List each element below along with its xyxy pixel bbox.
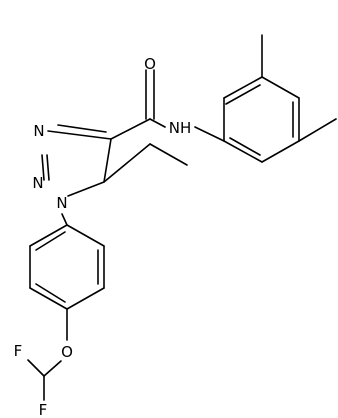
bond [149,118,166,128]
oxygen-ether-label: O [61,343,73,361]
bond [229,137,261,156]
bond [66,287,105,310]
bond [261,76,300,99]
nitrogen-3-label: N [33,122,44,140]
difluoromethoxy-group [27,308,68,401]
bond [27,359,45,377]
bond [223,76,263,99]
phenylene-ring [29,213,105,310]
dimethylphenyl-ring [223,76,300,163]
bond [29,287,68,310]
bond [29,224,68,247]
bond [223,140,263,163]
bond [35,283,66,303]
nh-label: NH [169,119,192,137]
bond [261,140,300,163]
bond [103,138,112,183]
bond [35,231,66,251]
bond [46,154,50,181]
methyl-groups [149,34,337,166]
bond [67,181,105,197]
bond [66,224,105,247]
bond [194,126,225,142]
bond [103,143,151,183]
oxygen-carbonyl-label: O [144,55,156,73]
fluorine-upper-label: F [14,342,23,360]
bond [225,84,261,105]
bond [57,124,107,133]
bond [110,118,151,140]
bond [41,154,45,181]
bond [47,130,112,140]
methyl-bond [298,118,337,142]
amide-linkage [110,69,225,142]
nitrogen-2-label: N [32,174,43,192]
bond [61,213,68,226]
nitrogen-1-label: N [56,194,67,212]
triazole-ring [41,124,151,197]
methyl-bond [149,143,188,166]
fluorine-lower-label: F [39,401,48,418]
bond [43,360,62,377]
